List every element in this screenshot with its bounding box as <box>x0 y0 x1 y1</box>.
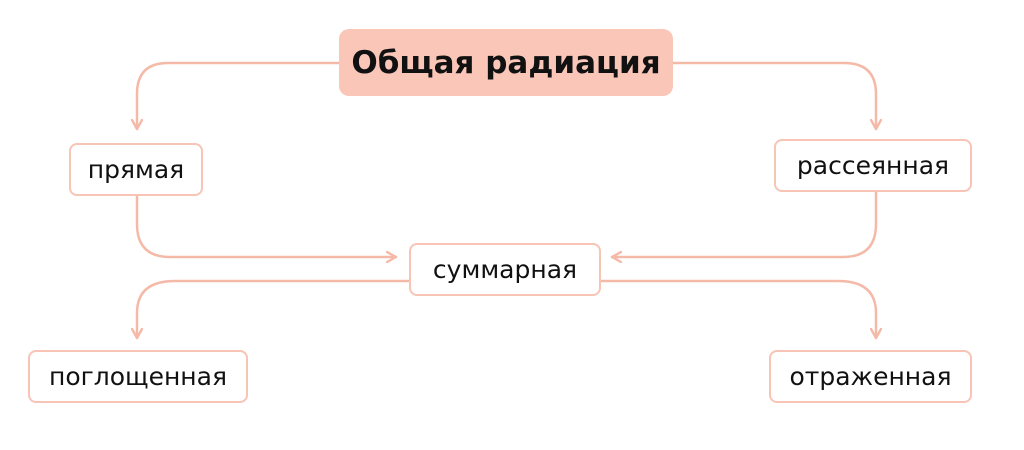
node-total-radiation: Общая радиация <box>339 29 673 96</box>
node-summary: суммарная <box>409 243 601 296</box>
node-absorbed: поглощенная <box>28 350 248 403</box>
edge-direct-to-sum <box>135 194 398 257</box>
node-summary-label: суммарная <box>432 255 578 284</box>
edge-total-to-direct <box>137 61 341 131</box>
node-absorbed-label: поглощенная <box>48 362 228 391</box>
edge-sum-to-reflected <box>599 279 876 340</box>
node-diffuse-label: рассеянная <box>796 151 950 180</box>
node-diffuse: рассеянная <box>774 139 972 192</box>
edge-diffuse-to-sum <box>610 190 878 257</box>
node-direct-label: прямая <box>87 155 185 184</box>
node-total-radiation-label: Общая радиация <box>351 44 661 81</box>
edge-sum-to-absorbed <box>137 279 411 340</box>
node-direct: прямая <box>69 143 203 196</box>
node-reflected-label: отраженная <box>789 362 952 391</box>
node-reflected: отраженная <box>769 350 972 403</box>
edge-total-to-diffuse <box>671 61 876 131</box>
